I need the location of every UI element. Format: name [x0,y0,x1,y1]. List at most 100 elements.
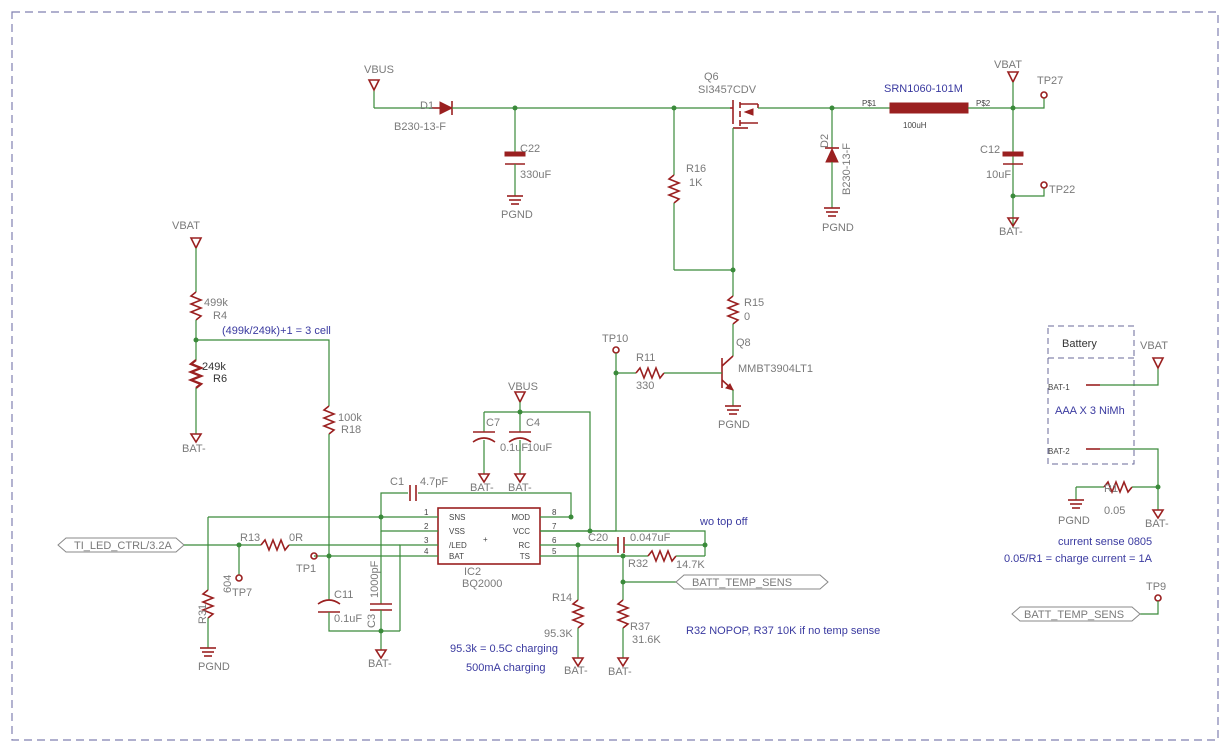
ic2-pin-num-6: 6 [552,536,557,545]
c3-value: 1000pF [369,560,381,598]
q8-value: MMBT3904LT1 [738,363,813,375]
r4-name: R4 [213,310,227,322]
tp1-name: TP1 [296,563,316,575]
r18-resistor [321,405,337,435]
c3-capacitor [370,531,392,660]
wire-vss [380,517,438,532]
pgnd-d2-label: PGND [822,222,854,234]
r1-name: R1 [1104,483,1118,495]
c11-name: C11 [334,589,353,601]
vbat-batt-symbol [1151,357,1165,370]
vbat-right-symbol [1006,71,1020,228]
d1-diode [432,101,454,115]
r4-value: 499k [204,297,228,309]
wire-tp9 [1140,601,1159,615]
r32-resistor [647,548,677,564]
tp22-point [1040,181,1048,189]
ic2-pin-num-3: 3 [424,536,429,545]
c1-name: C1 [390,476,404,488]
batm-c12-label: BAT- [999,226,1023,238]
ic2-pin-num-2: 2 [424,522,429,531]
vbus-ic-label: VBUS [508,381,538,393]
note-top-off: wo top off [699,516,748,528]
r16-resistor [666,108,682,270]
wire-divider-r18 [196,339,330,406]
r37-resistor [615,599,631,629]
r13-resistor [260,537,290,553]
batm-r6-label: BAT- [182,443,206,455]
c7-value: 0.1uF [500,442,528,454]
wire-vcc [540,530,706,556]
c4-name: C4 [526,417,540,429]
r31-value: 604 [222,575,234,593]
c7-name: C7 [486,417,500,429]
q8-name: Q8 [736,337,751,349]
battery-value: AAA X 3 NiMh [1055,405,1125,417]
batm-c12-symbol [1006,217,1020,228]
ic2-body [437,507,541,565]
r15-resistor [725,295,741,325]
note-current-sense: current sense 0805 [1058,536,1152,548]
c7-capacitor [472,412,496,484]
note-charging-ma: 500mA charging [466,662,546,674]
ti-led-label: TI_LED_CTRL/3.2A [74,540,172,552]
r16-value: 1K [689,177,703,189]
r15-name: R15 [744,297,764,309]
ic2-pin-label-8: MOD [511,513,530,522]
batm-c4-label: BAT- [508,482,532,494]
r31-resistor [200,589,216,619]
ic2-pin-num-5: 5 [552,547,557,556]
batm-c7-label: BAT- [470,482,494,494]
r1-value: 0.05 [1104,505,1125,517]
r4-resistor [188,291,204,321]
batm-r1-label: BAT- [1145,518,1169,530]
c12-capacitor [1002,151,1024,165]
vbus-top-symbol [367,79,381,108]
c22-value: 330uF [520,169,551,181]
wire-tp27 [1013,98,1045,109]
batm-r37-label: BAT- [608,666,632,678]
batm-r37-symbol [616,657,630,668]
ic2-pin-label-3: /LED [449,541,467,550]
tp22-name: TP22 [1049,184,1075,196]
tp7-name: TP7 [232,587,252,599]
c11-value: 0.1uF [334,613,362,625]
ic2-pin-label-6: RC [518,541,530,550]
pgnd-r1-label: PGND [1058,515,1090,527]
r37-name: R37 [630,621,650,633]
c12-name: C12 [980,144,1000,156]
r13-name: R13 [240,532,260,544]
pgnd-c22-label: PGND [501,209,533,221]
d1-name: D1 [420,100,434,112]
tp1-point [310,552,318,560]
note-r32: R32 NOPOP, R37 10K if no temp sense [686,625,880,637]
c4-value: 10uF [527,442,552,454]
c20-value: 0.047uF [630,532,671,544]
pgnd-q8-label: PGND [718,419,750,431]
tp9-name: TP9 [1146,581,1166,593]
batt-temp-mid-port [675,574,829,590]
tp10-name: TP10 [602,333,628,345]
ic2-pin-label-4: BAT [449,552,464,561]
tp27-name: TP27 [1037,75,1063,87]
q6-name: Q6 [704,71,719,83]
note-charge-current: 0.05/R1 = charge current = 1A [1004,553,1153,565]
battery-name: Battery [1062,338,1097,350]
batm-r14-label: BAT- [564,665,588,677]
l1-pin2: P$2 [976,99,991,108]
note-charging-rate: 95.3k = 0.5C charging [450,643,558,655]
tp9-point [1154,594,1162,602]
r14-name: R14 [552,592,572,604]
wire-vbus-vcc [484,411,591,531]
pgnd-r31-label: PGND [198,661,230,673]
c22-capacitor [504,108,526,205]
wire-c1-left [380,492,408,517]
c1-capacitor [409,485,417,501]
c22-name: C22 [520,143,540,155]
r16-name: R16 [686,163,706,175]
r11-name: R11 [636,352,655,364]
r18-value: 100k [338,412,362,424]
batm-r1-symbol [1151,509,1165,520]
d2-value: B230-13-F [841,143,853,195]
c11-capacitor [317,556,400,632]
